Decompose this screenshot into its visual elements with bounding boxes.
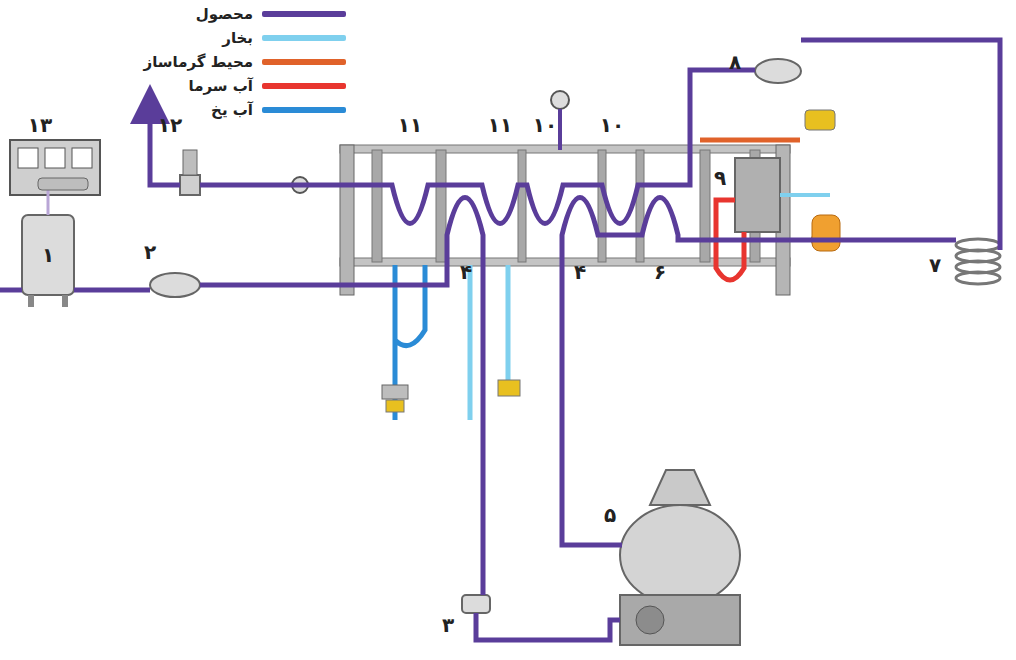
plate-frame-part bbox=[372, 150, 382, 262]
product-line-part bbox=[200, 70, 755, 224]
separator-part bbox=[620, 595, 740, 645]
control-panel-part bbox=[10, 140, 100, 195]
plate-frame-part bbox=[340, 145, 790, 153]
callout-number: ۴ bbox=[458, 261, 474, 283]
product-line-part bbox=[562, 198, 956, 546]
product-line-part bbox=[200, 198, 483, 596]
control-panel bbox=[10, 140, 100, 195]
separator-part bbox=[650, 470, 710, 505]
callout-number: ۲ bbox=[142, 241, 158, 263]
legend-text: محصول bbox=[196, 4, 253, 24]
steam-and-ice-water bbox=[382, 265, 520, 420]
steam-and-ice-water-part bbox=[386, 400, 404, 412]
hot-water-unit-part bbox=[700, 138, 800, 143]
legend-row: بخار bbox=[60, 28, 253, 48]
legend-swatch bbox=[262, 11, 346, 17]
product-line-part bbox=[0, 288, 22, 293]
balance-tank-part bbox=[22, 215, 74, 295]
callout-number: ۹ bbox=[712, 167, 728, 189]
product-line bbox=[0, 40, 1000, 640]
hot-water-unit-part bbox=[780, 193, 830, 197]
balance-tank-part bbox=[62, 295, 68, 307]
product-line-part bbox=[801, 40, 1000, 250]
legend-text: آب سرما bbox=[189, 76, 253, 96]
legend-row: محیط گرماساز bbox=[60, 52, 253, 72]
steam-and-ice-water-part bbox=[470, 265, 508, 420]
hot-water-unit-part bbox=[805, 110, 835, 130]
callout-number: ۱۳ bbox=[26, 114, 54, 136]
callout-number: ۴ bbox=[572, 261, 588, 283]
balance-tank-part bbox=[38, 178, 88, 190]
legend-row: محصول bbox=[60, 4, 253, 24]
callout-number: ۶ bbox=[652, 261, 668, 283]
hot-water-unit-part bbox=[735, 158, 780, 232]
hot-water-unit-part bbox=[700, 150, 701, 151]
callout-number: ۱۱ bbox=[486, 114, 514, 136]
separator-part bbox=[620, 505, 740, 605]
callout-number: ۱۰ bbox=[531, 114, 559, 136]
separator-part bbox=[636, 606, 664, 634]
plate-frame-part bbox=[598, 150, 606, 262]
steam-and-ice-water-part bbox=[498, 380, 520, 396]
callout-number: ۷ bbox=[927, 254, 943, 276]
holding-coil bbox=[956, 239, 1000, 284]
legend-row: آب یخ bbox=[60, 100, 253, 120]
holding-coil-part bbox=[956, 272, 1000, 284]
control-panel-part bbox=[45, 148, 65, 168]
product-line-part bbox=[558, 109, 562, 150]
callout-number: ۱۲ bbox=[156, 114, 184, 136]
plate-frame-part bbox=[340, 258, 790, 266]
plate-frame-part bbox=[551, 91, 569, 109]
product-line-part bbox=[476, 613, 620, 640]
callout-number: ۸ bbox=[727, 51, 743, 73]
legend-text: بخار bbox=[222, 28, 253, 48]
pumps-part bbox=[462, 595, 490, 613]
legend-swatch bbox=[262, 107, 346, 113]
callout-number: ۱۰ bbox=[598, 114, 626, 136]
balance-tank-part bbox=[28, 295, 34, 307]
balance-tank-part bbox=[47, 190, 50, 215]
control-panel-part bbox=[72, 148, 92, 168]
legend-row: آب سرما bbox=[60, 76, 253, 96]
callout-number: ۱ bbox=[40, 244, 56, 266]
legend-swatch bbox=[262, 35, 346, 41]
control-panel-part bbox=[18, 148, 38, 168]
callout-number: ۱۱ bbox=[396, 114, 424, 136]
pumps-part bbox=[755, 59, 801, 83]
pumps-part bbox=[183, 150, 197, 175]
legend-swatch bbox=[262, 83, 346, 89]
separator bbox=[620, 470, 740, 645]
plate-frame-part bbox=[700, 150, 710, 262]
plate-frame-part bbox=[518, 150, 526, 262]
plate-frame-part bbox=[340, 145, 354, 295]
callout-number: ۳ bbox=[440, 614, 456, 636]
pumps-part bbox=[180, 175, 200, 195]
product-line-part bbox=[74, 288, 150, 293]
legend-text: محیط گرماساز bbox=[144, 52, 254, 72]
hot-water-unit bbox=[700, 110, 840, 280]
hot-water-unit-part bbox=[812, 215, 840, 251]
callout-number: ۵ bbox=[602, 504, 618, 526]
plate-frame-part bbox=[636, 150, 644, 262]
steam-and-ice-water-part bbox=[382, 385, 408, 399]
pumps bbox=[150, 59, 801, 613]
legend-text: آب یخ bbox=[211, 100, 253, 120]
legend-swatch bbox=[262, 59, 346, 65]
pumps-part bbox=[150, 273, 200, 297]
